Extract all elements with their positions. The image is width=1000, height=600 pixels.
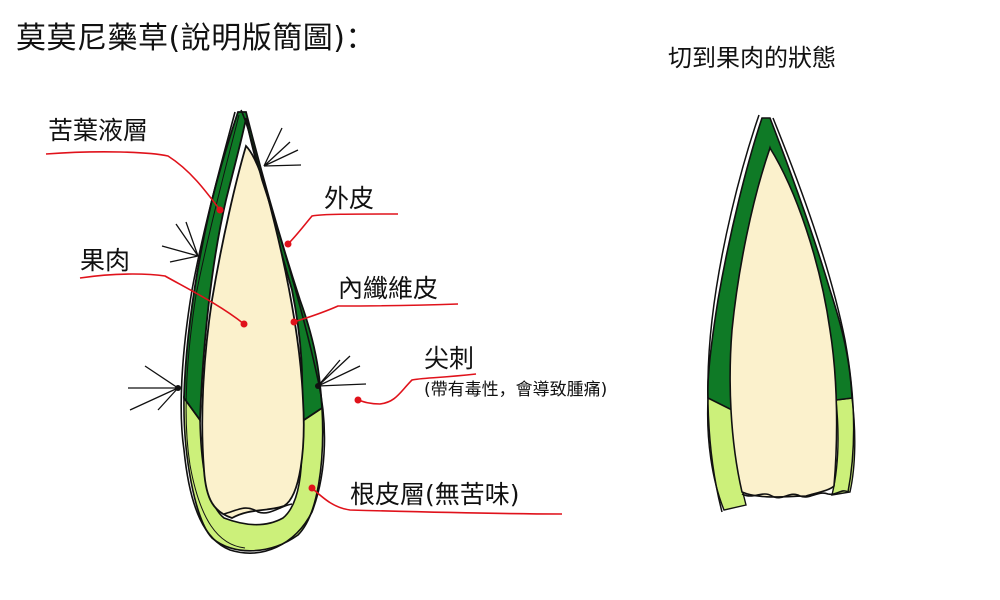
label-flesh: 果肉 [80, 246, 131, 275]
leader-dot [216, 206, 224, 214]
leader-endpoints [216, 206, 362, 492]
diagram-title: 莫莫尼藥草(說明版簡圖)： [16, 21, 376, 56]
leader-spike [357, 373, 477, 405]
leader-inner-fiber [293, 303, 459, 323]
label-outer-skin: 外皮 [324, 184, 375, 213]
cut-edge [741, 490, 849, 499]
spike-base-dot [175, 385, 181, 391]
leader-flesh [79, 273, 245, 325]
spike-base-dot [315, 383, 321, 389]
label-bitter-sap-layer: 苦葉液層 [48, 116, 149, 145]
leader-root-skin [311, 487, 563, 515]
flesh-bottom-edge [223, 503, 293, 515]
leader-dot [308, 484, 316, 492]
leader-dot [290, 318, 298, 326]
outer-skin-band [183, 111, 323, 424]
spike-clusters [128, 127, 367, 411]
label-spike: 尖刺 [424, 344, 475, 373]
leader-dot [240, 320, 248, 328]
label-root-skin-layer: 根皮層(無苦味) [350, 480, 520, 509]
leader-bitter-sap [45, 151, 221, 211]
herb-full-illustration [128, 109, 367, 554]
leader-dot [284, 240, 292, 248]
label-inner-fiber-skin: 內纖維皮 [338, 274, 439, 303]
leader-outer-skin [287, 213, 399, 245]
outer-outline-2 [185, 114, 246, 549]
label-spike-note: (帶有毒性，會導致腫痛) [424, 380, 608, 400]
leader-dot [354, 396, 362, 404]
cut-outline [707, 114, 855, 513]
leader-lines [45, 151, 563, 515]
cut-state-subtitle: 切到果肉的狀態 [668, 44, 836, 72]
herb-cut-illustration [706, 114, 856, 513]
